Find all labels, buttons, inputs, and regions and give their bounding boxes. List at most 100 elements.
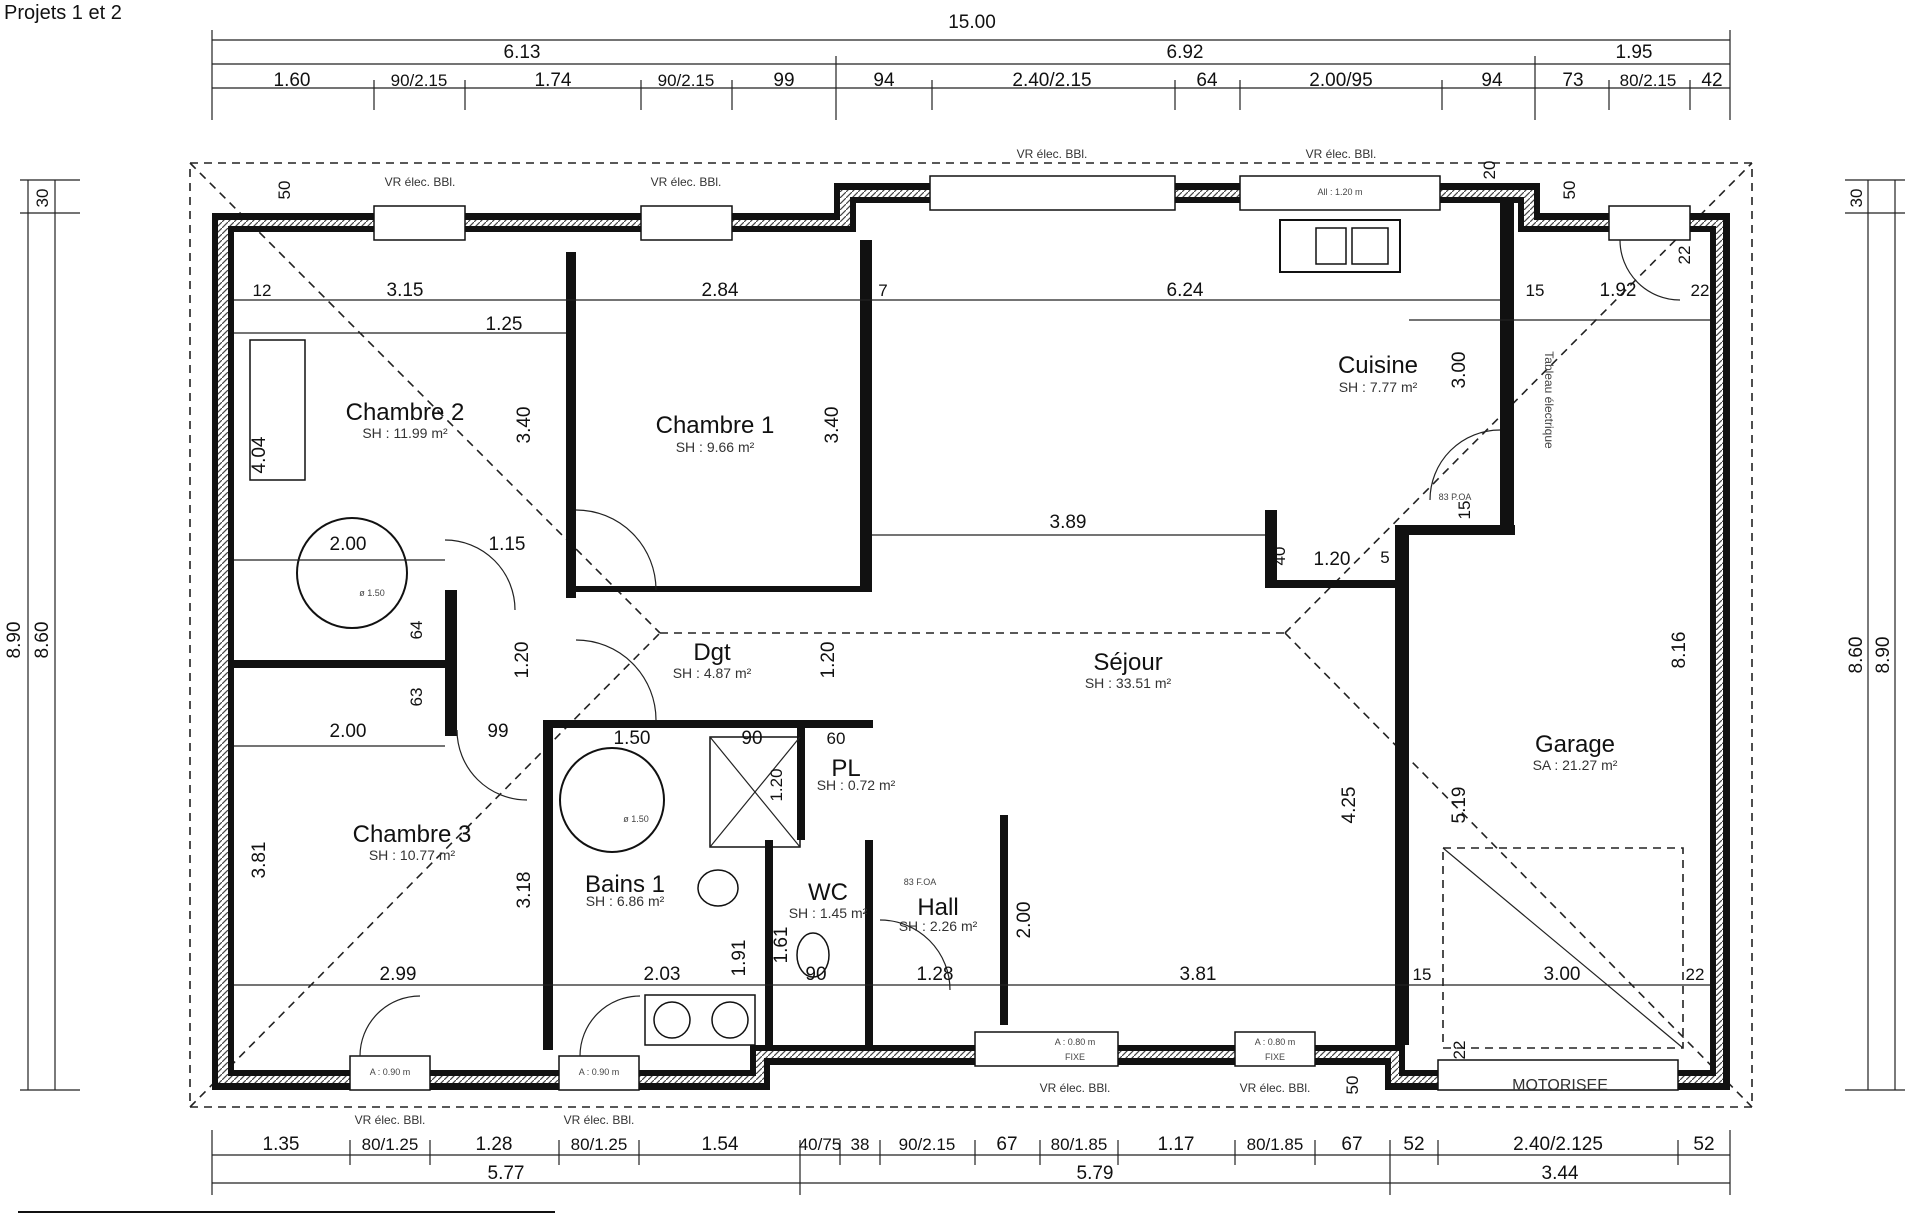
dim-90a: 90 xyxy=(741,728,762,749)
dim-3-15: 3.15 xyxy=(387,280,424,301)
dim-right-inner: 8.60 xyxy=(1846,637,1867,674)
dim-bot-r1-10: 80/1.85 xyxy=(1051,1135,1108,1154)
dim-bot-r1-8: 90/2.15 xyxy=(899,1135,956,1154)
dim-15b: 15 xyxy=(1455,501,1474,520)
dim-3-00: 3.00 xyxy=(1449,352,1470,389)
room-chambre-3-area: SH : 10.77 m² xyxy=(369,847,456,863)
tableau-electrique-label: Tableau électrique xyxy=(1542,351,1556,449)
dim-2-00a: 2.00 xyxy=(330,534,367,555)
dim-top-r3-6: 94 xyxy=(873,70,895,91)
dim-3-81b: 3.81 xyxy=(1180,964,1217,985)
room-garage-area: SA : 21.27 m² xyxy=(1533,757,1618,773)
dim-3-40b: 3.40 xyxy=(822,407,843,444)
dim-1-28: 1.28 xyxy=(917,964,954,985)
dim-bot-r2-1: 5.77 xyxy=(488,1163,525,1184)
room-chambre-3-name: Chambre 3 xyxy=(353,821,472,848)
window-label-b3: VR élec. BBl. xyxy=(1040,1081,1111,1095)
dim-bot-r2-3: 3.44 xyxy=(1542,1163,1579,1184)
window-label-b2: VR élec. BBl. xyxy=(564,1113,635,1127)
window-a80-1: A : 0.80 m xyxy=(1055,1037,1096,1047)
window-fixe-2: FIXE xyxy=(1265,1052,1285,1062)
window-label-b1: VR élec. BBl. xyxy=(355,1113,426,1127)
dim-left-total: 8.90 xyxy=(4,622,25,659)
dim-bot-r1-3: 1.28 xyxy=(476,1134,513,1155)
dim-4-25: 4.25 xyxy=(1339,787,1360,824)
dim-90b: 90 xyxy=(805,964,826,985)
dim-6-24: 6.24 xyxy=(1167,280,1204,301)
room-sejour-name: Séjour xyxy=(1093,649,1162,676)
fixtures xyxy=(249,219,1684,1049)
dim-top-r3-10: 94 xyxy=(1481,70,1503,91)
dim-left-30: 30 xyxy=(33,189,52,208)
dim-50a: 50 xyxy=(275,181,294,200)
left-dimension-chains: 8.90 8.60 30 xyxy=(4,179,80,1091)
dim-3-18: 3.18 xyxy=(514,872,535,909)
door-label-pfoa: 83 P.OA xyxy=(1439,492,1472,502)
window-label-3: VR élec. BBl. xyxy=(1017,147,1088,161)
dim-top-r3-1: 1.60 xyxy=(274,70,311,91)
dim-1-91: 1.91 xyxy=(729,940,750,977)
dim-right-total: 8.90 xyxy=(1873,637,1894,674)
dim-bot-r2-2: 5.79 xyxy=(1077,1163,1114,1184)
turning-circle-2: ø 1.50 xyxy=(623,814,649,824)
dim-1-92: 1.92 xyxy=(1600,280,1637,301)
dim-total-top: 15.00 xyxy=(948,12,996,33)
dim-22c: 22 xyxy=(1450,1041,1469,1060)
window-fixe-1: FIXE xyxy=(1065,1052,1085,1062)
misc-labels: ø 1.50 ø 1.50 83 P.OA 83 F.OA Tableau él… xyxy=(359,351,1556,887)
dim-63: 63 xyxy=(407,688,426,707)
dim-1-50: 1.50 xyxy=(614,728,651,749)
window-label-2: VR élec. BBl. xyxy=(651,175,722,189)
dim-22a: 22 xyxy=(1691,281,1710,300)
dim-bot-r1-12: 80/1.85 xyxy=(1247,1135,1304,1154)
dim-3-89: 3.89 xyxy=(1050,512,1087,533)
top-windows: VR élec. BBl. VR élec. BBl. VR élec. BBl… xyxy=(373,147,1691,241)
dim-1-20d: 1.20 xyxy=(767,768,786,801)
dim-1-61: 1.61 xyxy=(771,927,792,964)
room-garage-name: Garage xyxy=(1535,731,1615,758)
dim-bot-r1-9: 67 xyxy=(996,1134,1017,1155)
dim-bot-r1-1: 1.35 xyxy=(263,1134,300,1155)
dim-top-r3-3: 1.74 xyxy=(535,70,572,91)
room-wc-area: SH : 1.45 m² xyxy=(789,905,868,921)
room-pl-area: SH : 0.72 m² xyxy=(817,777,896,793)
dim-top-r3-7: 2.40/2.15 xyxy=(1012,70,1091,91)
window-label-1: VR élec. BBl. xyxy=(385,175,456,189)
dim-top-r2-2: 6.92 xyxy=(1167,42,1204,63)
dim-2-84: 2.84 xyxy=(702,280,739,301)
dim-22b: 22 xyxy=(1686,965,1705,984)
dim-top-r3-12: 80/2.15 xyxy=(1620,71,1677,90)
room-hall-name: Hall xyxy=(917,894,958,921)
dim-top-r3-4: 90/2.15 xyxy=(658,71,715,90)
dim-5-19: 5.19 xyxy=(1449,787,1470,824)
dim-64: 64 xyxy=(407,621,426,640)
dim-15a: 15 xyxy=(1526,281,1545,300)
dim-top-r3-5: 99 xyxy=(773,70,794,91)
dim-50c: 50 xyxy=(1343,1076,1362,1095)
dim-top-r3-11: 73 xyxy=(1562,70,1583,91)
dim-1-15: 1.15 xyxy=(489,534,526,555)
dim-7: 7 xyxy=(878,281,887,300)
dim-99: 99 xyxy=(487,721,508,742)
window-a90-2: A : 0.90 m xyxy=(579,1067,620,1077)
dim-8-16: 8.16 xyxy=(1669,632,1690,669)
dim-20: 20 xyxy=(1480,161,1499,180)
door-swings xyxy=(359,239,1681,1057)
window-label-b4: VR élec. BBl. xyxy=(1240,1081,1311,1095)
dim-3-00b: 3.00 xyxy=(1544,964,1581,985)
room-bains-area: SH : 6.86 m² xyxy=(586,893,665,909)
room-cuisine-area: SH : 7.77 m² xyxy=(1339,379,1418,395)
top-dimension-chains: 15.00 6.13 6.92 1.95 1.60 90/2.15 1.74 9… xyxy=(211,12,1731,120)
page-title: Projets 1 et 2 xyxy=(4,2,122,24)
turning-circle-1: ø 1.50 xyxy=(359,588,385,598)
room-chambre-1-name: Chambre 1 xyxy=(656,412,775,439)
dim-1-20b: 1.20 xyxy=(512,642,533,679)
bottom-windows: A : 0.90 m A : 0.90 m A : 0.80 m FIXE A … xyxy=(349,1031,1679,1127)
interior-dimensions: 3.15 2.84 6.24 1.25 1.92 3.40 3.40 3.00 … xyxy=(234,161,1710,1095)
dim-top-r3-9: 2.00/95 xyxy=(1309,70,1372,91)
dim-60: 60 xyxy=(827,729,846,748)
window-all-120: All : 1.20 m xyxy=(1317,187,1362,197)
roof-outline xyxy=(189,162,1753,1108)
room-sejour-area: SH : 33.51 m² xyxy=(1085,675,1172,691)
